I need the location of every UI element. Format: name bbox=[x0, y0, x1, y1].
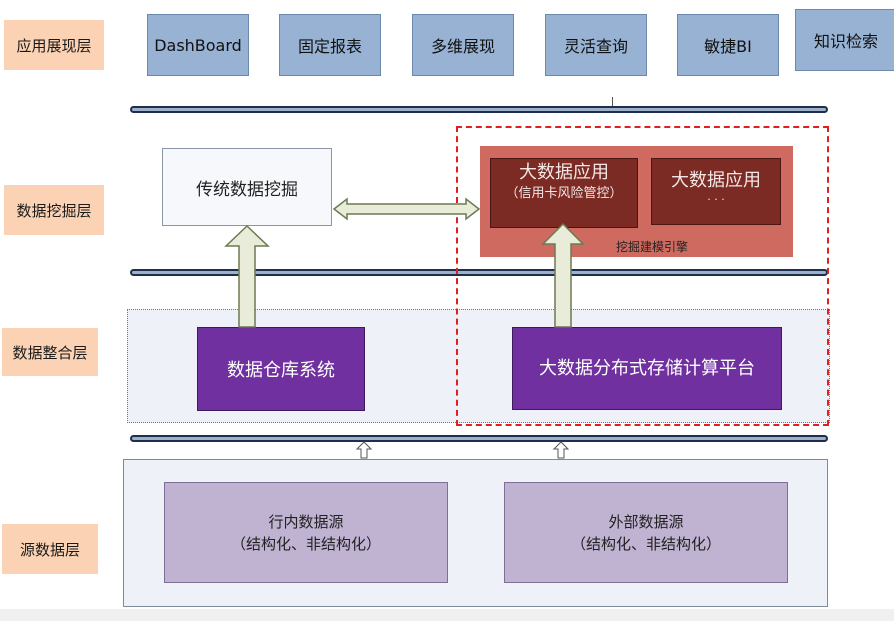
app-dashboard: DashBoard bbox=[147, 14, 249, 76]
mining-engine-label: 挖掘建模引擎 bbox=[615, 240, 688, 254]
bigdata-platform-box: 大数据分布式存储计算平台 bbox=[512, 327, 782, 410]
bigdata-app-credit-card: 大数据应用 （信用卡风险管控） bbox=[490, 158, 638, 228]
external-data-source-title: 外部数据源 bbox=[608, 512, 684, 531]
internal-data-source-title: 行内数据源 bbox=[268, 512, 344, 531]
external-data-source-box: 外部数据源 （结构化、非结构化） bbox=[504, 482, 788, 583]
internal-data-source-sub: （结构化、非结构化） bbox=[230, 534, 381, 553]
layer-label-app: 应用展现层 bbox=[4, 20, 104, 70]
arrow-warehouse-to-mining bbox=[224, 224, 270, 328]
bottom-strip bbox=[0, 609, 894, 621]
arrow-source-internal-up bbox=[355, 441, 373, 459]
traditional-data-mining-box: 传统数据挖掘 bbox=[162, 148, 332, 226]
app-agile-bi: 敏捷BI bbox=[677, 14, 779, 76]
layer-label-mining: 数据挖掘层 bbox=[4, 185, 104, 235]
app-multidim-view: 多维展现 bbox=[412, 14, 514, 76]
data-warehouse-label: 数据仓库系统 bbox=[227, 360, 335, 381]
internal-data-source-box: 行内数据源 （结构化、非结构化） bbox=[164, 482, 448, 583]
bus-tick bbox=[612, 97, 613, 106]
layer-label-integration: 数据整合层 bbox=[2, 328, 98, 376]
layer-label-source: 源数据层 bbox=[2, 524, 98, 574]
external-data-source-sub: （结构化、非结构化） bbox=[570, 534, 721, 553]
bus-bottom bbox=[130, 435, 828, 442]
bigdata-app-credit-card-sub: （信用卡风险管控） bbox=[505, 186, 623, 201]
app-knowledge-search: 知识检索 bbox=[795, 9, 894, 71]
bigdata-platform-label: 大数据分布式存储计算平台 bbox=[539, 357, 755, 379]
bigdata-app-more-sub: · · · bbox=[707, 193, 725, 206]
arrow-platform-to-bigdata-app bbox=[541, 222, 585, 328]
bus-top bbox=[130, 106, 828, 113]
app-fixed-report: 固定报表 bbox=[279, 14, 381, 76]
bigdata-dashed-boundary bbox=[456, 126, 829, 426]
data-warehouse-box: 数据仓库系统 bbox=[197, 327, 365, 411]
bigdata-app-credit-card-title: 大数据应用 bbox=[519, 162, 609, 183]
bigdata-app-more-title: 大数据应用 bbox=[671, 170, 761, 191]
arrow-traditional-bigdata-bidirectional bbox=[332, 197, 481, 221]
bigdata-app-more: 大数据应用 · · · bbox=[651, 158, 781, 225]
app-flexible-query: 灵活查询 bbox=[545, 14, 647, 76]
arrow-source-external-up bbox=[552, 441, 570, 459]
